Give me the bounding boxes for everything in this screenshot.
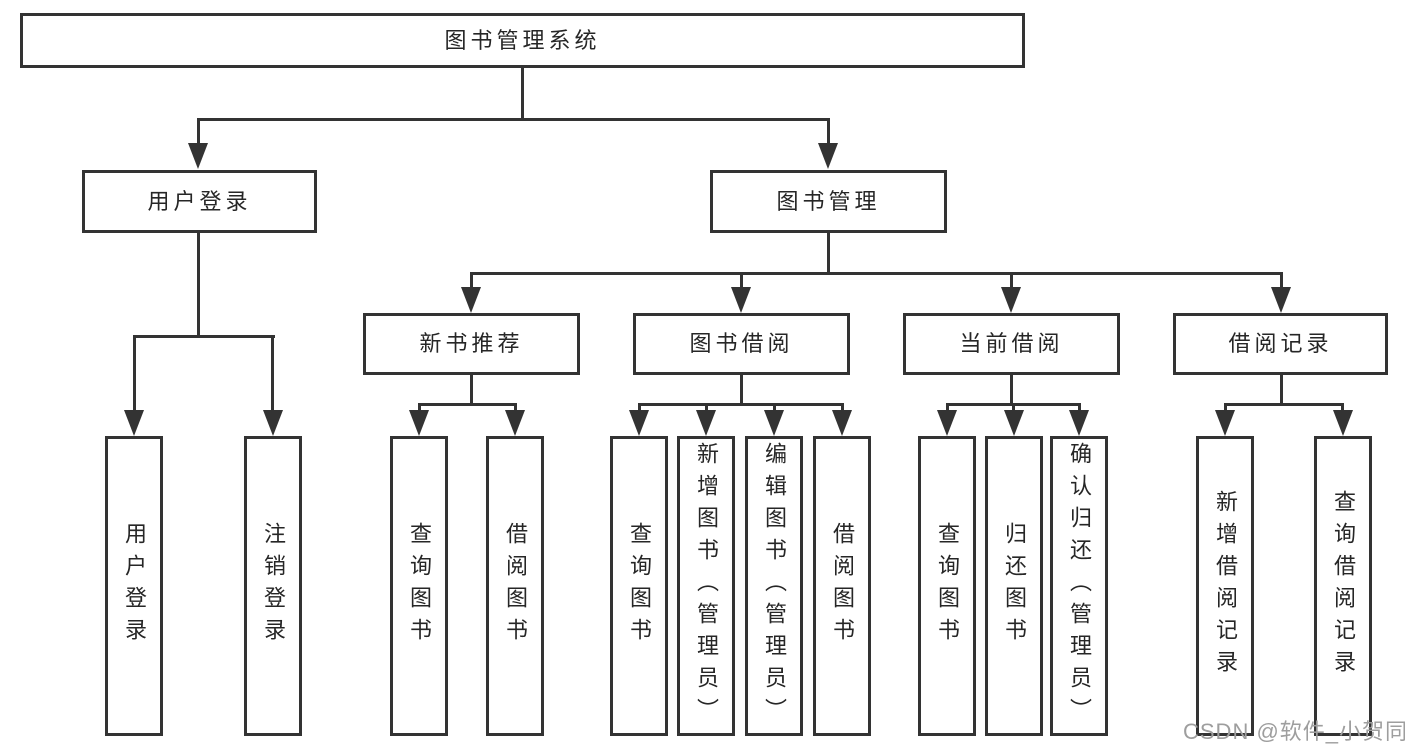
- connector-line: [470, 272, 473, 289]
- connector-line: [1224, 403, 1344, 406]
- connector-line: [705, 403, 708, 412]
- arrow-head: [832, 410, 852, 436]
- connector-line: [470, 375, 473, 403]
- node-book-borrow: 图书借阅: [633, 313, 850, 375]
- leaf-borrow-book-recommend-label: 借阅图书: [503, 522, 528, 650]
- connector-line: [638, 403, 844, 406]
- connector-line: [1012, 403, 1015, 412]
- arrow-head: [461, 287, 481, 313]
- connector-line: [638, 403, 641, 412]
- leaf-user-login-label: 用户登录: [122, 522, 147, 650]
- connector-line: [133, 335, 136, 411]
- leaf-confirm-return-admin: 确认归还（管理员）: [1050, 436, 1108, 736]
- leaf-query-borrow-record: 查询借阅记录: [1314, 436, 1372, 736]
- leaf-borrow-book: 借阅图书: [813, 436, 871, 736]
- leaf-query-borrow-record-label: 查询借阅记录: [1331, 490, 1356, 682]
- leaf-borrow-book-label: 借阅图书: [830, 522, 855, 650]
- leaf-add-borrow-record-label: 新增借阅记录: [1213, 490, 1238, 682]
- leaf-edit-book-admin: 编辑图书（管理员）: [745, 436, 803, 736]
- node-new-book-recommend-label: 新书推荐: [419, 331, 524, 356]
- connector-line: [740, 375, 743, 403]
- arrow-head: [124, 410, 144, 436]
- arrow-head: [1333, 410, 1353, 436]
- arrow-head: [1001, 287, 1021, 313]
- arrow-head: [1271, 287, 1291, 313]
- node-book-management-label: 图书管理: [776, 188, 881, 214]
- arrow-head: [818, 143, 838, 169]
- node-new-book-recommend: 新书推荐: [363, 313, 580, 375]
- leaf-query-book-current: 查询图书: [918, 436, 976, 736]
- connector-line: [470, 272, 1283, 275]
- leaf-query-book-borrow-label: 查询图书: [627, 522, 652, 650]
- connector-line: [197, 233, 200, 335]
- arrow-head: [937, 410, 957, 436]
- node-root: 图书管理系统: [20, 13, 1025, 68]
- arrow-head: [188, 143, 208, 169]
- connector-line: [1010, 375, 1013, 403]
- leaf-query-book-recommend-label: 查询图书: [407, 522, 432, 650]
- connector-line: [197, 118, 200, 146]
- leaf-logout-label: 注销登录: [261, 522, 286, 650]
- node-book-management: 图书管理: [710, 170, 947, 233]
- leaf-query-book-borrow: 查询图书: [610, 436, 668, 736]
- connector-line: [1280, 375, 1283, 403]
- node-borrow-records-label: 借阅记录: [1228, 331, 1333, 356]
- connector-line: [827, 118, 830, 146]
- connector-line: [1010, 272, 1013, 289]
- node-book-borrow-label: 图书借阅: [689, 331, 794, 356]
- node-current-borrow: 当前借阅: [903, 313, 1120, 375]
- leaf-borrow-book-recommend: 借阅图书: [486, 436, 544, 736]
- connector-line: [271, 335, 274, 411]
- leaf-query-book-current-label: 查询图书: [935, 522, 960, 650]
- node-root-label: 图书管理系统: [444, 27, 601, 53]
- connector-line: [418, 403, 421, 412]
- connector-line: [841, 403, 844, 412]
- node-current-borrow-label: 当前借阅: [959, 331, 1064, 356]
- leaf-query-book-recommend: 查询图书: [390, 436, 448, 736]
- connector-line: [1341, 403, 1344, 412]
- arrow-head: [731, 287, 751, 313]
- connector-line: [773, 403, 776, 412]
- arrow-head: [696, 410, 716, 436]
- arrow-head: [1004, 410, 1024, 436]
- connector-line: [514, 403, 517, 412]
- connector-line: [1224, 403, 1227, 412]
- node-user-login-label: 用户登录: [147, 188, 252, 214]
- leaf-add-book-admin: 新增图书（管理员）: [677, 436, 735, 736]
- arrow-head: [263, 410, 283, 436]
- leaf-add-book-admin-label: 新增图书（管理员）: [694, 442, 719, 730]
- arrow-head: [1215, 410, 1235, 436]
- connector-line: [1078, 403, 1081, 412]
- leaf-user-login: 用户登录: [105, 436, 163, 736]
- leaf-return-book-label: 归还图书: [1002, 522, 1027, 650]
- leaf-edit-book-admin-label: 编辑图书（管理员）: [762, 442, 787, 730]
- connector-line: [418, 403, 517, 406]
- connector-line: [133, 335, 275, 338]
- connector-line: [827, 233, 830, 272]
- connector-line: [946, 403, 949, 412]
- leaf-return-book: 归还图书: [985, 436, 1043, 736]
- connector-line: [197, 118, 830, 121]
- leaf-logout: 注销登录: [244, 436, 302, 736]
- connector-line: [521, 68, 524, 118]
- arrow-head: [629, 410, 649, 436]
- watermark: CSDN @软件_小贺同学: [1183, 719, 1405, 744]
- arrow-head: [764, 410, 784, 436]
- arrow-head: [505, 410, 525, 436]
- arrow-head: [1069, 410, 1089, 436]
- leaf-confirm-return-admin-label: 确认归还（管理员）: [1067, 442, 1092, 730]
- leaf-add-borrow-record: 新增借阅记录: [1196, 436, 1254, 736]
- arrow-head: [409, 410, 429, 436]
- connector-line: [740, 272, 743, 289]
- connector-line: [1280, 272, 1283, 289]
- node-borrow-records: 借阅记录: [1173, 313, 1388, 375]
- node-user-login: 用户登录: [82, 170, 317, 233]
